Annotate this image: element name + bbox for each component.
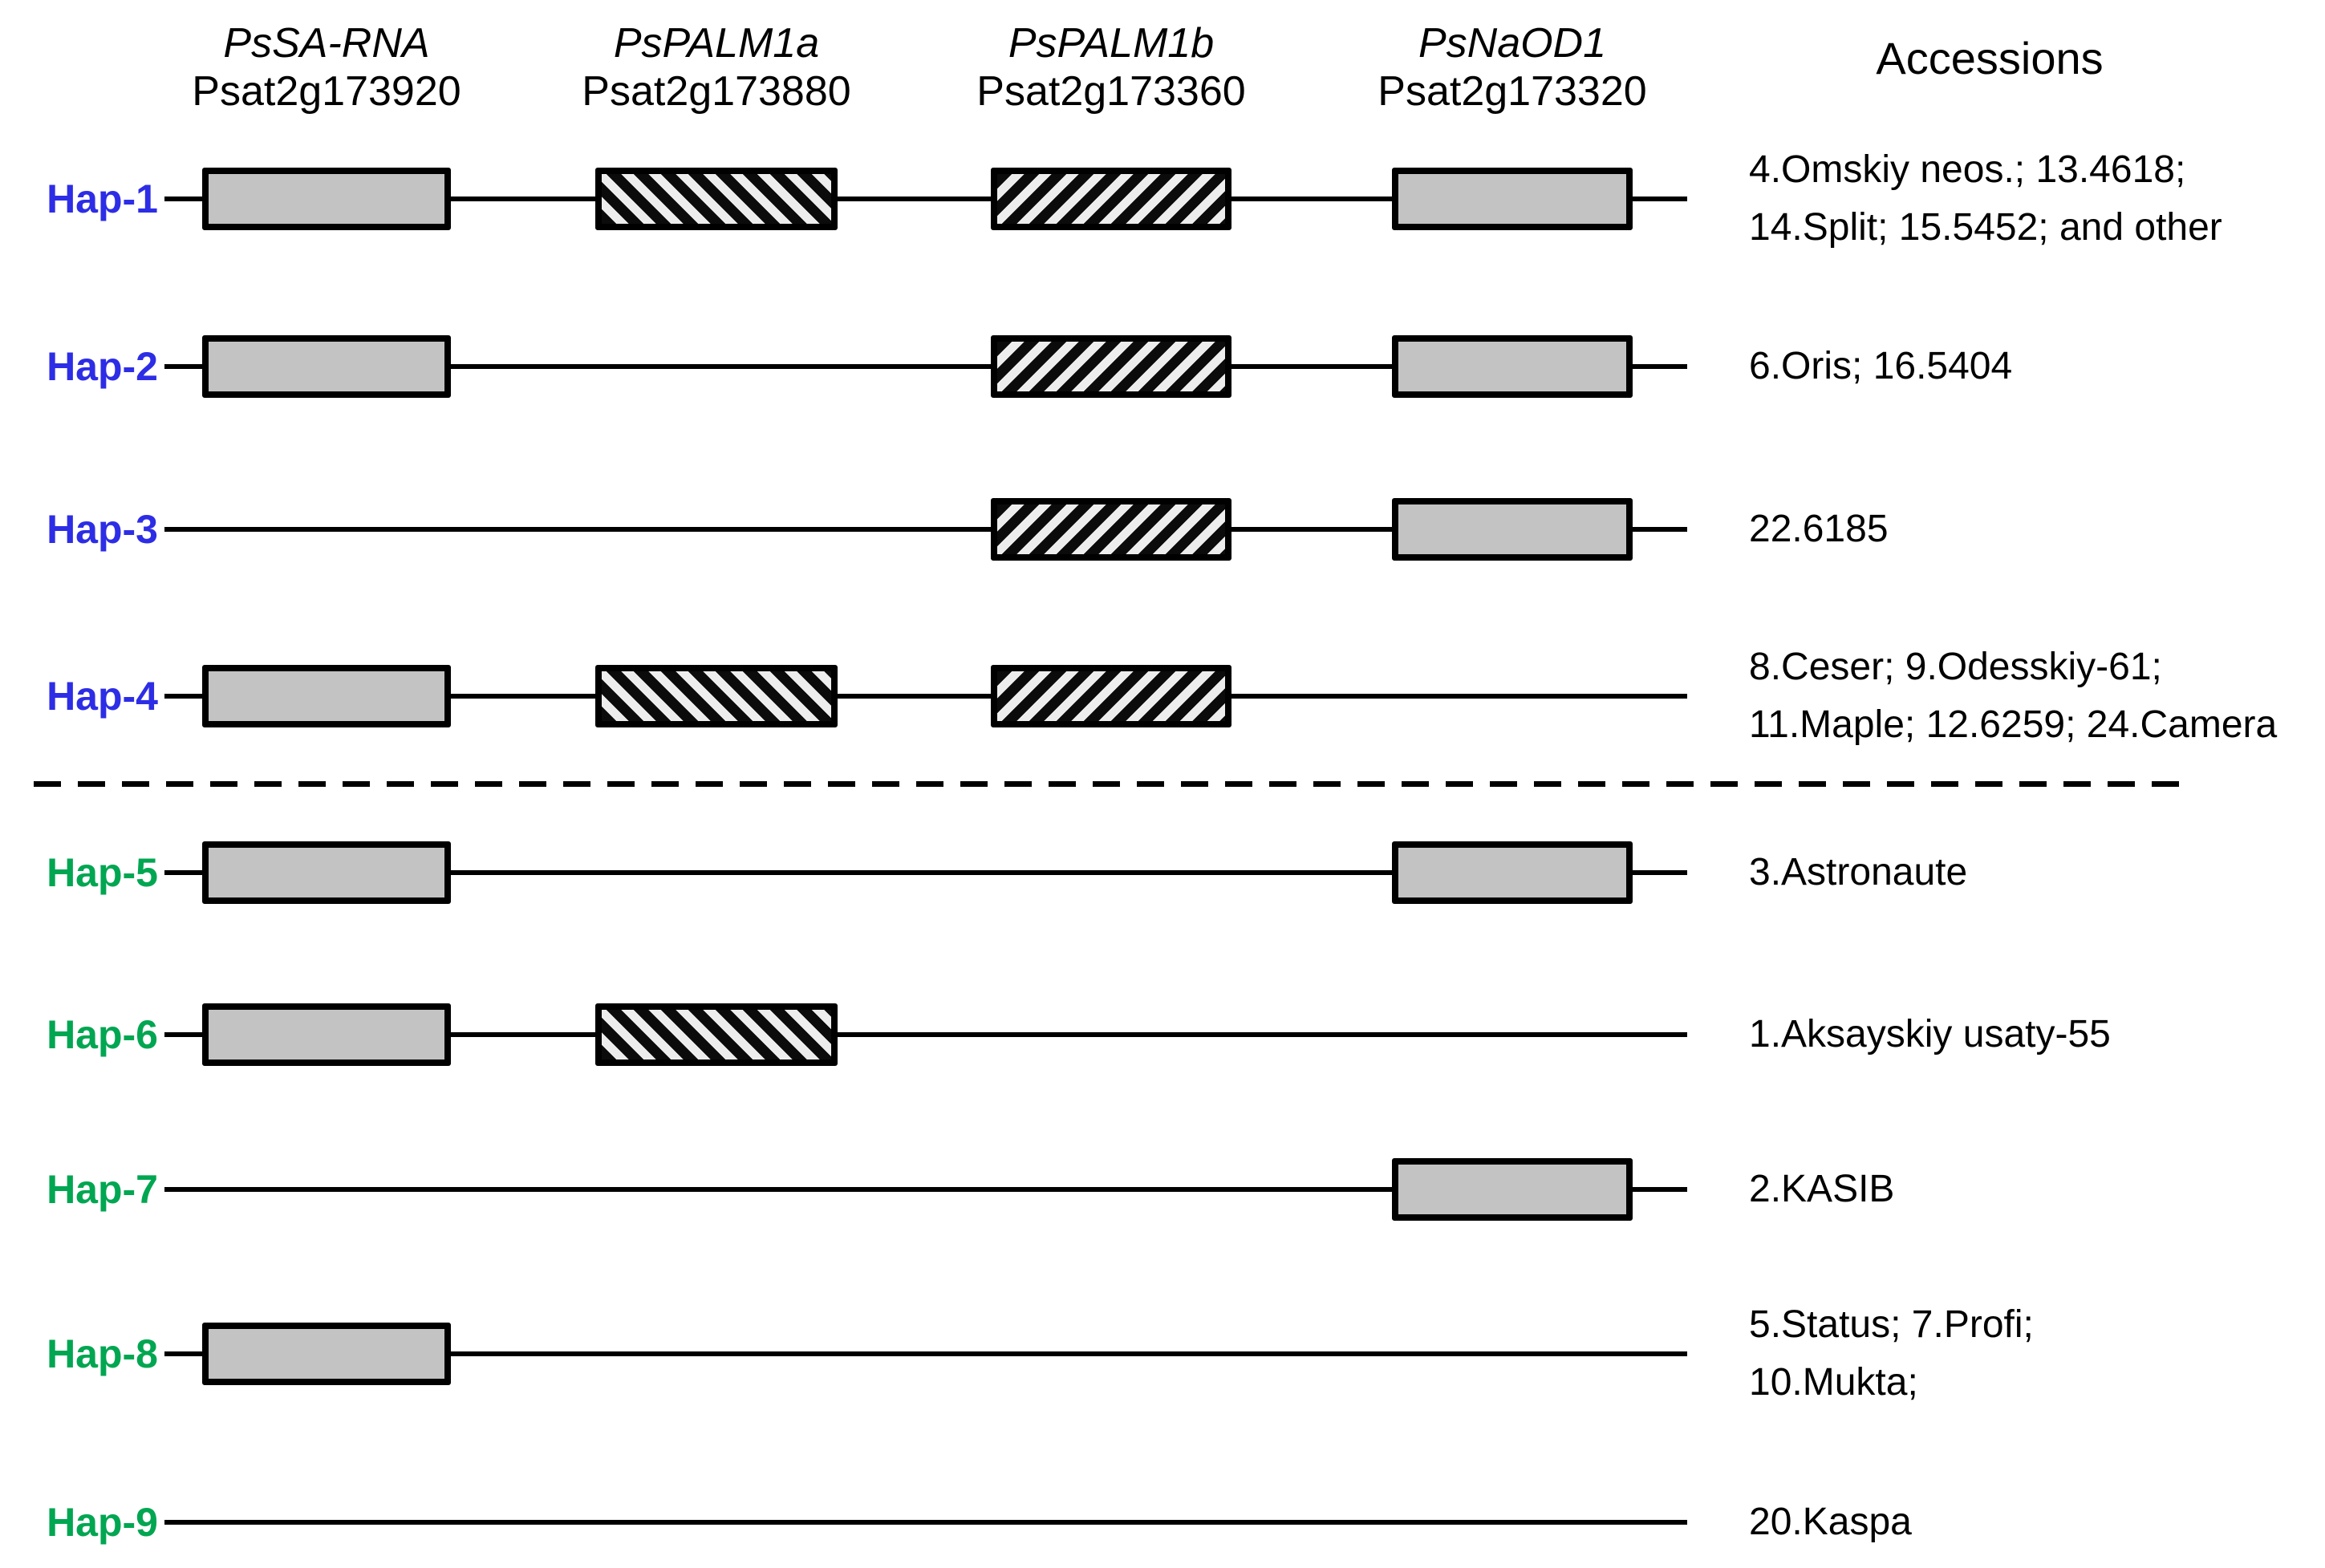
haplotype-label: Hap-6	[47, 1012, 158, 1057]
accession-line: 10.Mukta;	[1749, 1361, 1918, 1404]
accession-line: 8.Ceser; 9.Odesskiy-61;	[1749, 646, 2162, 688]
haplotype-label: Hap-8	[47, 1331, 158, 1376]
gene-header-pssa-rna: PsSA-RNA Psat2g173920	[102, 19, 551, 115]
haplotype-backbone-line	[164, 694, 1687, 699]
gene-name: PsPALM1b	[1008, 20, 1215, 67]
gene-box-hatch-fwd	[991, 665, 1231, 727]
gene-box-hatch-back	[595, 665, 838, 727]
accession-line: 1.Aksayskiy usaty-55	[1749, 1013, 2111, 1055]
accession-line: 2.KASIB	[1749, 1168, 1895, 1210]
accession-text: 8.Ceser; 9.Odesskiy-61; 11.Maple; 12.6259…	[1749, 638, 2325, 754]
haplotype-label: Hap-4	[47, 674, 158, 719]
gene-id: Psat2g173880	[582, 68, 851, 115]
gene-box-solid	[1392, 335, 1633, 398]
accession-line: 3.Astronaute	[1749, 851, 1968, 893]
haplotype-label: Hap-1	[47, 176, 158, 221]
gene-name: PsSA-RNA	[223, 20, 430, 67]
haplotype-backbone-line	[164, 870, 1687, 875]
gene-box-solid	[1392, 168, 1633, 230]
gene-box-solid	[202, 841, 451, 904]
accession-line: 6.Oris; 16.5404	[1749, 345, 2013, 387]
gene-header-pspalm1a: PsPALM1a Psat2g173880	[492, 19, 941, 115]
accession-line: 22.6185	[1749, 508, 1889, 550]
gene-name: PsPALM1a	[613, 20, 820, 67]
accession-text: 4.Omskiy neos.; 13.4618; 14.Split; 15.545…	[1749, 141, 2325, 257]
accession-text: 2.KASIB	[1749, 1161, 2325, 1218]
accession-text: 22.6185	[1749, 500, 2325, 558]
accession-line: 11.Maple; 12.6259; 24.Camera	[1749, 703, 2278, 746]
gene-box-solid	[1392, 1158, 1633, 1221]
haplotype-backbone-line	[164, 1032, 1687, 1037]
accession-text: 3.Astronaute	[1749, 844, 2325, 901]
haplotype-backbone-line	[164, 1351, 1687, 1356]
gene-box-solid	[202, 168, 451, 230]
accession-text: 5.Status; 7.Profi; 10.Mukta;	[1749, 1296, 2325, 1412]
group-divider-dashed-line	[34, 781, 2193, 787]
gene-name: PsNaOD1	[1418, 20, 1607, 67]
accession-text: 6.Oris; 16.5404	[1749, 338, 2325, 395]
haplotype-label: Hap-3	[47, 507, 158, 552]
haplotype-backbone-line	[164, 527, 1687, 532]
haplotype-backbone-line	[164, 1187, 1687, 1192]
accession-text: 20.Kaspa	[1749, 1493, 2325, 1551]
gene-box-solid	[202, 1003, 451, 1066]
gene-box-hatch-fwd	[991, 168, 1231, 230]
gene-box-solid	[202, 1323, 451, 1385]
gene-header-psnaod1: PsNaOD1 Psat2g173320	[1288, 19, 1737, 115]
gene-header-pspalm1b: PsPALM1b Psat2g173360	[887, 19, 1336, 115]
accession-line: 4.Omskiy neos.; 13.4618;	[1749, 148, 2186, 191]
gene-id: Psat2g173920	[192, 68, 461, 115]
accession-line: 5.Status; 7.Profi;	[1749, 1303, 2034, 1346]
accession-line: 14.Split; 15.5452; and other	[1749, 206, 2222, 249]
gene-box-solid	[1392, 498, 1633, 561]
gene-box-solid	[202, 665, 451, 727]
accession-text: 1.Aksayskiy usaty-55	[1749, 1006, 2325, 1064]
gene-box-hatch-back	[595, 1003, 838, 1066]
gene-box-hatch-fwd	[991, 498, 1231, 561]
gene-id: Psat2g173320	[1378, 68, 1647, 115]
haplotype-label: Hap-7	[47, 1167, 158, 1212]
gene-box-hatch-fwd	[991, 335, 1231, 398]
gene-id: Psat2g173360	[976, 68, 1246, 115]
accession-line: 20.Kaspa	[1749, 1501, 1912, 1543]
haplotype-label: Hap-5	[47, 850, 158, 895]
haplotype-label: Hap-9	[47, 1500, 158, 1545]
gene-box-solid	[1392, 841, 1633, 904]
haplotype-label: Hap-2	[47, 344, 158, 389]
haplotype-backbone-line	[164, 197, 1687, 201]
gene-box-solid	[202, 335, 451, 398]
accessions-header: Accessions	[1876, 33, 2104, 83]
haplotype-backbone-line	[164, 364, 1687, 369]
gene-box-hatch-back	[595, 168, 838, 230]
haplotype-backbone-line	[164, 1520, 1687, 1525]
